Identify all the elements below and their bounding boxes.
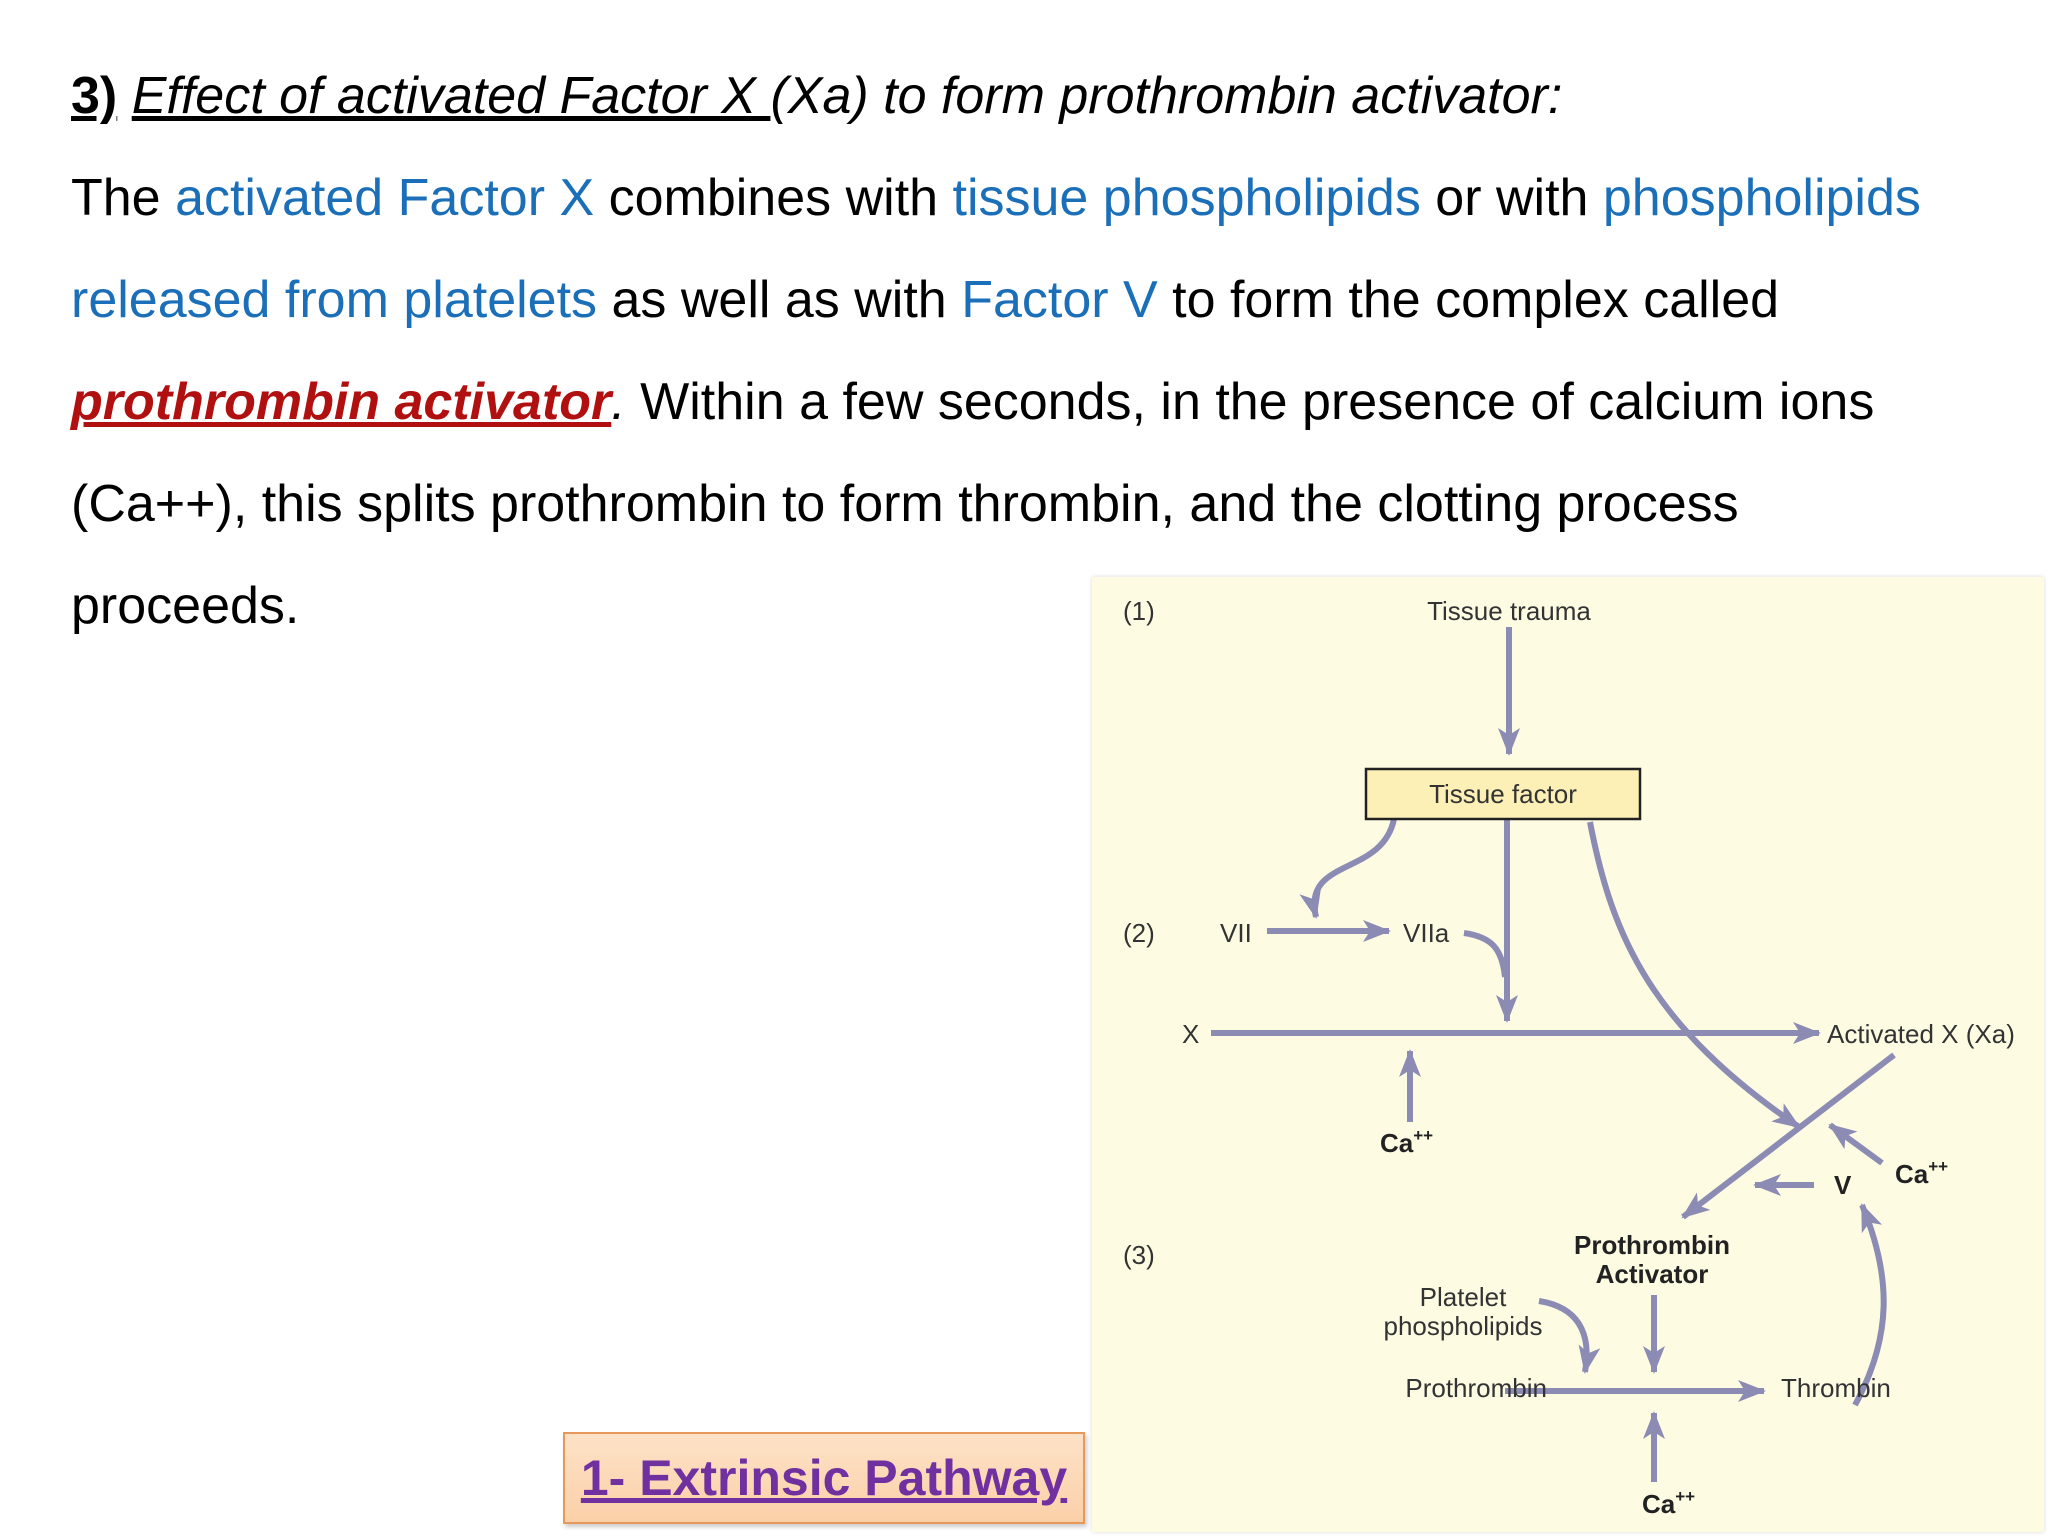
x-label: X (1182, 1019, 1199, 1049)
tissue-trauma-label: Tissue trauma (1427, 596, 1591, 626)
term-phospholipids: phospholipids (1602, 169, 1921, 227)
term-released-from-platelets: released from platelets (71, 271, 598, 329)
arrow-platelet (1538, 1298, 1601, 1374)
prothrombin-activator-label-2: Activator (1596, 1259, 1709, 1289)
text: The (71, 169, 176, 227)
arrow-ca2 (1828, 1122, 1884, 1166)
text: as well as with (597, 271, 962, 329)
heading-title-rest: (Xa) to form prothrombin activator: (770, 67, 1563, 125)
platelet-label-1: Platelet (1420, 1282, 1507, 1312)
tissue-factor-label: Tissue factor (1429, 779, 1577, 809)
paragraph-line-5: proceeds. (71, 576, 299, 636)
text: to form the complex called (1157, 271, 1780, 329)
arrow-thrombin-feedback (1852, 1203, 1887, 1407)
text: combines with (594, 169, 953, 227)
thrombin-label: Thrombin (1781, 1373, 1891, 1403)
arrow-viia-join (1463, 930, 1508, 978)
term-prothrombin-activator: prothrombin activator (71, 373, 612, 431)
step-1-label: (1) (1123, 596, 1155, 626)
prothrombin-label: Prothrombin (1405, 1373, 1547, 1403)
diagram-svg: (1) (2) (3) Tissue trauma Tissue factor … (1123, 596, 2015, 1519)
text: or with (1420, 169, 1603, 227)
text: Within a few seconds, in the presence of… (625, 373, 1875, 431)
text: proceeds. (71, 577, 300, 635)
step-2-label: (2) (1123, 918, 1155, 948)
ca-label-3: Ca++ (1642, 1487, 1695, 1519)
platelet-label-2: phospholipids (1383, 1311, 1542, 1341)
paragraph-line-2: released from platelets as well as with … (71, 270, 1779, 330)
arrow-factor-to-complex (1587, 821, 1801, 1130)
term-activated-factor-x: activated Factor X (175, 169, 595, 227)
arrow-factor-to-vii (1299, 818, 1397, 919)
vii-label: VII (1220, 918, 1252, 948)
v-label: V (1834, 1170, 1852, 1200)
text: (Ca++), this splits prothrombin to form … (71, 475, 1739, 533)
extrinsic-pathway-diagram: (1) (2) (3) Tissue trauma Tissue factor … (1092, 577, 2044, 1532)
arrow-xa-to-activator (1681, 1052, 1896, 1220)
activated-x-label: Activated X (Xa) (1827, 1019, 2015, 1049)
prothrombin-activator-label-1: Prothrombin (1574, 1230, 1730, 1260)
ca-label-2: Ca++ (1895, 1157, 1948, 1189)
text: . (611, 373, 626, 431)
extrinsic-pathway-button[interactable]: 1- Extrinsic Pathway (563, 1432, 1085, 1524)
heading-number: 3) (71, 67, 118, 125)
heading-title-underlined: Effect of activated Factor X (131, 67, 771, 125)
step-3-label: (3) (1123, 1240, 1155, 1270)
ca-label-1: Ca++ (1380, 1126, 1433, 1158)
term-factor-v: Factor V (961, 271, 1158, 329)
tissue-factor-box (1364, 767, 1642, 821)
paragraph-line-4: (Ca++), this splits prothrombin to form … (71, 474, 1739, 534)
paragraph-line-1: The activated Factor X combines with tis… (71, 168, 1921, 228)
term-tissue-phospholipids: tissue phospholipids (952, 169, 1421, 227)
section-heading: 3) Effect of activated Factor X (Xa) to … (71, 66, 1562, 126)
extrinsic-pathway-label: 1- Extrinsic Pathway (580, 1450, 1068, 1506)
viia-label: VIIa (1403, 918, 1450, 948)
paragraph-line-3: prothrombin activator. Within a few seco… (71, 372, 1874, 432)
